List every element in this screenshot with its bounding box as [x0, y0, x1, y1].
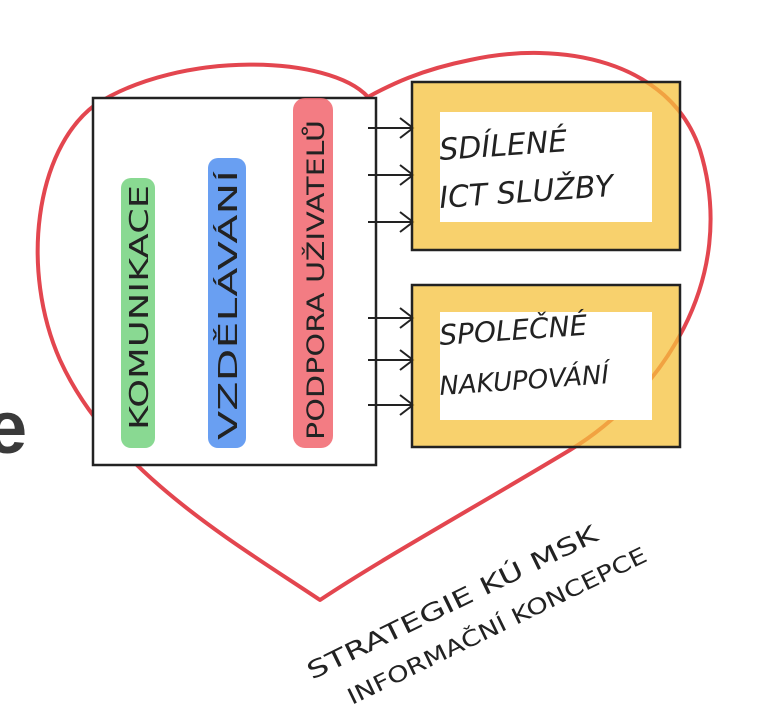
pillar-bar-podpora [293, 98, 333, 448]
heart-outline [35, 50, 713, 602]
box-shared-ict-line1: SDÍLENÉ [438, 123, 568, 168]
box-joint-purchasing: SPOLEČNÉ NAKUPOVÁNÍ [410, 283, 682, 449]
pillar-bar-vzdelavani [208, 158, 246, 448]
cut-off-text-fragment: e [0, 386, 28, 469]
pillar-bar-komunikace [121, 178, 155, 448]
box-shared-ict-services: SDÍLENÉ ICT SLUŽBY [410, 80, 682, 252]
pillar-label-podpora: PODPORA UŽIVATELŮ [300, 120, 330, 440]
pillar-label-vzdelavani: VZDĚLÁVÁNÍ [212, 170, 244, 440]
pillar-label-komunikace: KOMUNIKACE [125, 185, 155, 430]
